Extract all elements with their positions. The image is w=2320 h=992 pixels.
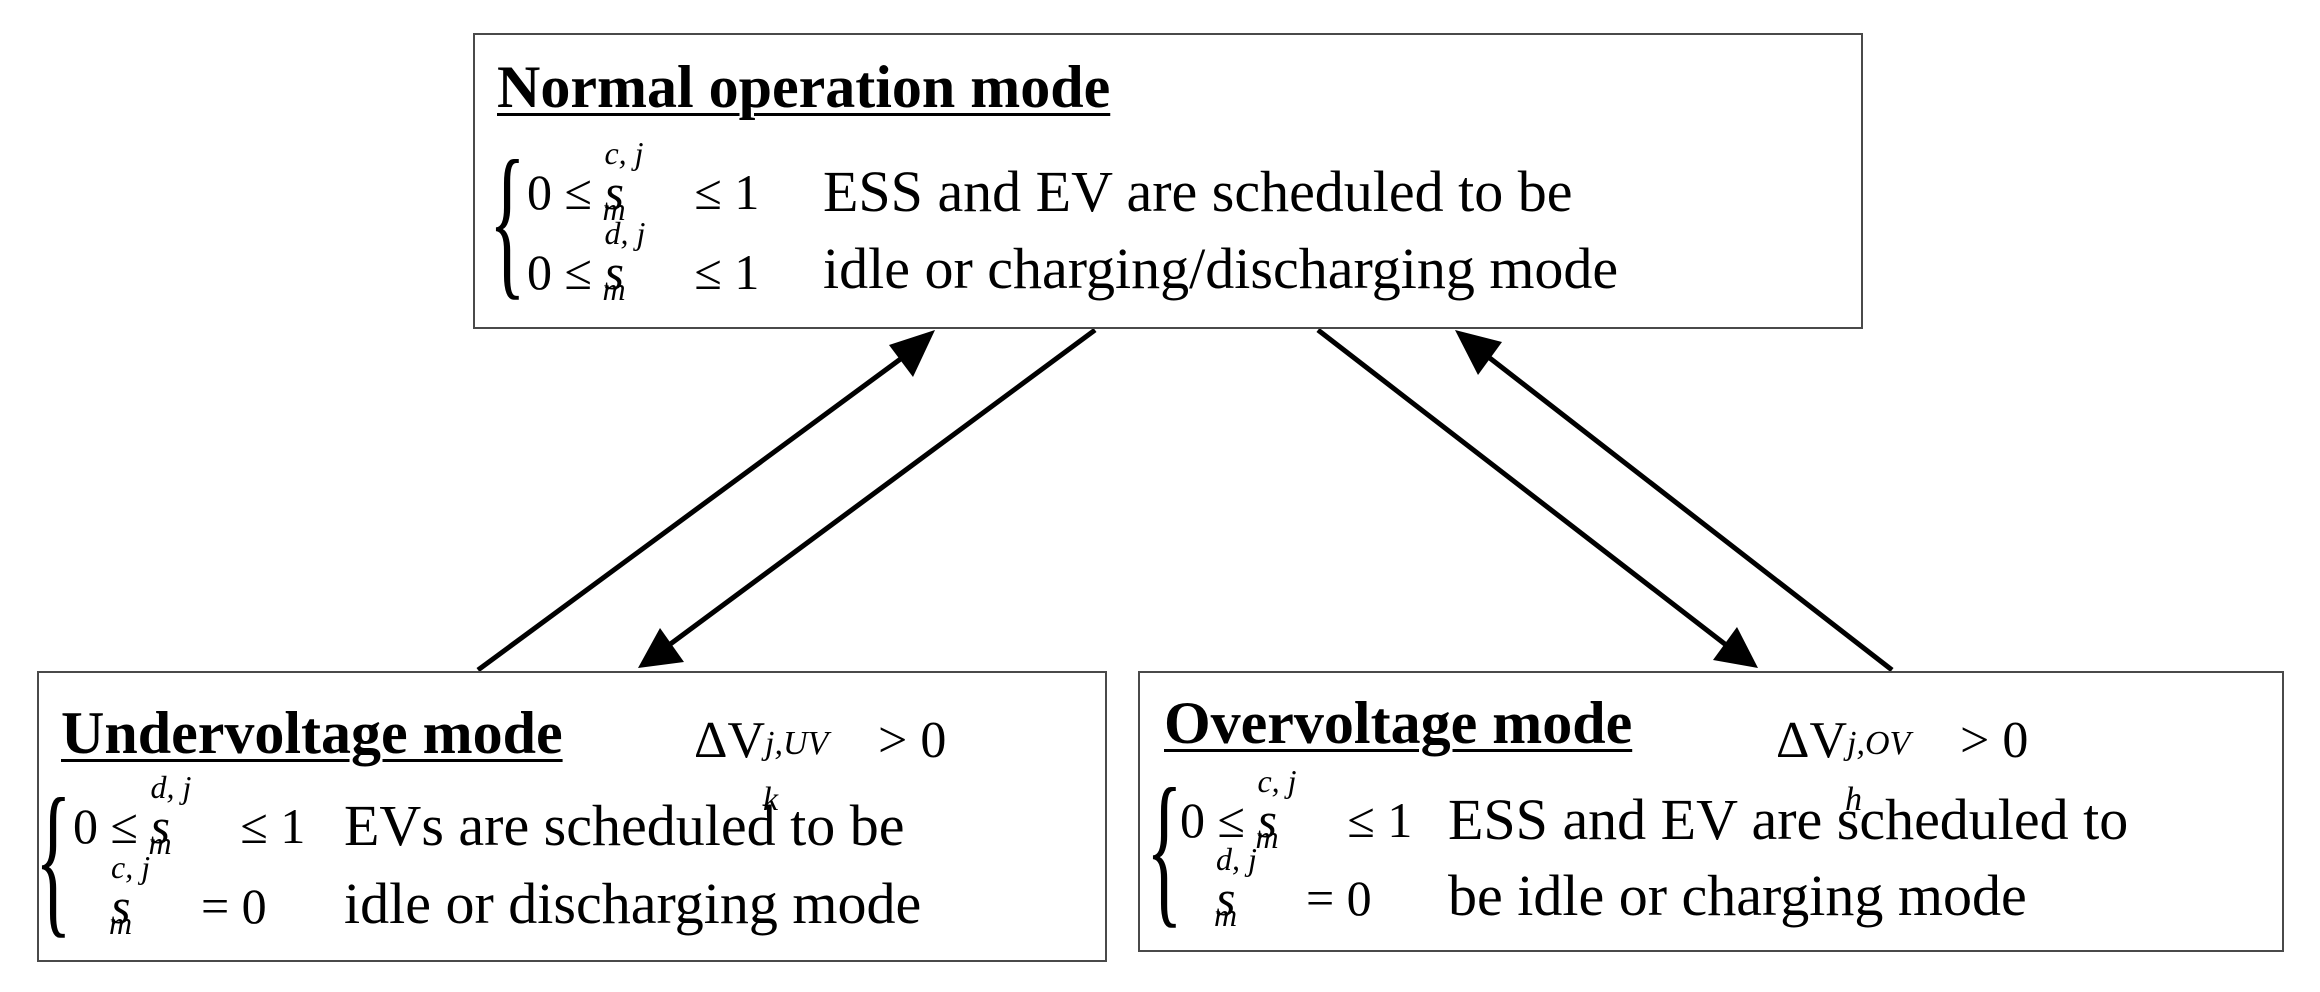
arrow-over-to-normal	[1480, 350, 1894, 672]
normal-brace: {	[489, 126, 526, 314]
undervoltage-mode-title: Undervoltage mode	[61, 700, 563, 766]
undervoltage-description-line-2: idle or discharging mode	[344, 871, 922, 936]
overvoltage-brace: {	[1146, 754, 1183, 942]
overvoltage-mode-title: Overvoltage mode	[1164, 690, 1633, 756]
normal-description-line-2: idle or charging/discharging mode	[823, 236, 1619, 301]
undervoltage-brace: {	[35, 764, 72, 952]
undervoltage-description-line-1: EVs are scheduled to be	[344, 793, 905, 858]
arrow-normal-to-over	[1316, 328, 1732, 650]
normal-description-line-1: ESS and EV are scheduled to be	[823, 159, 1573, 224]
arrow-normal-to-under	[663, 327, 1097, 651]
overvoltage-description-line-1: ESS and EV are scheduled to	[1448, 787, 2129, 852]
arrowhead-normal-left	[889, 330, 935, 377]
normal-mode-title: Normal operation mode	[497, 54, 1111, 120]
arrowhead-over	[1713, 627, 1758, 668]
overvoltage-description-line-2: be idle or charging mode	[1448, 863, 2027, 928]
arrowhead-normal-right	[1455, 330, 1502, 375]
arrowhead-under	[638, 628, 684, 668]
arrow-under-to-normal	[476, 349, 912, 673]
